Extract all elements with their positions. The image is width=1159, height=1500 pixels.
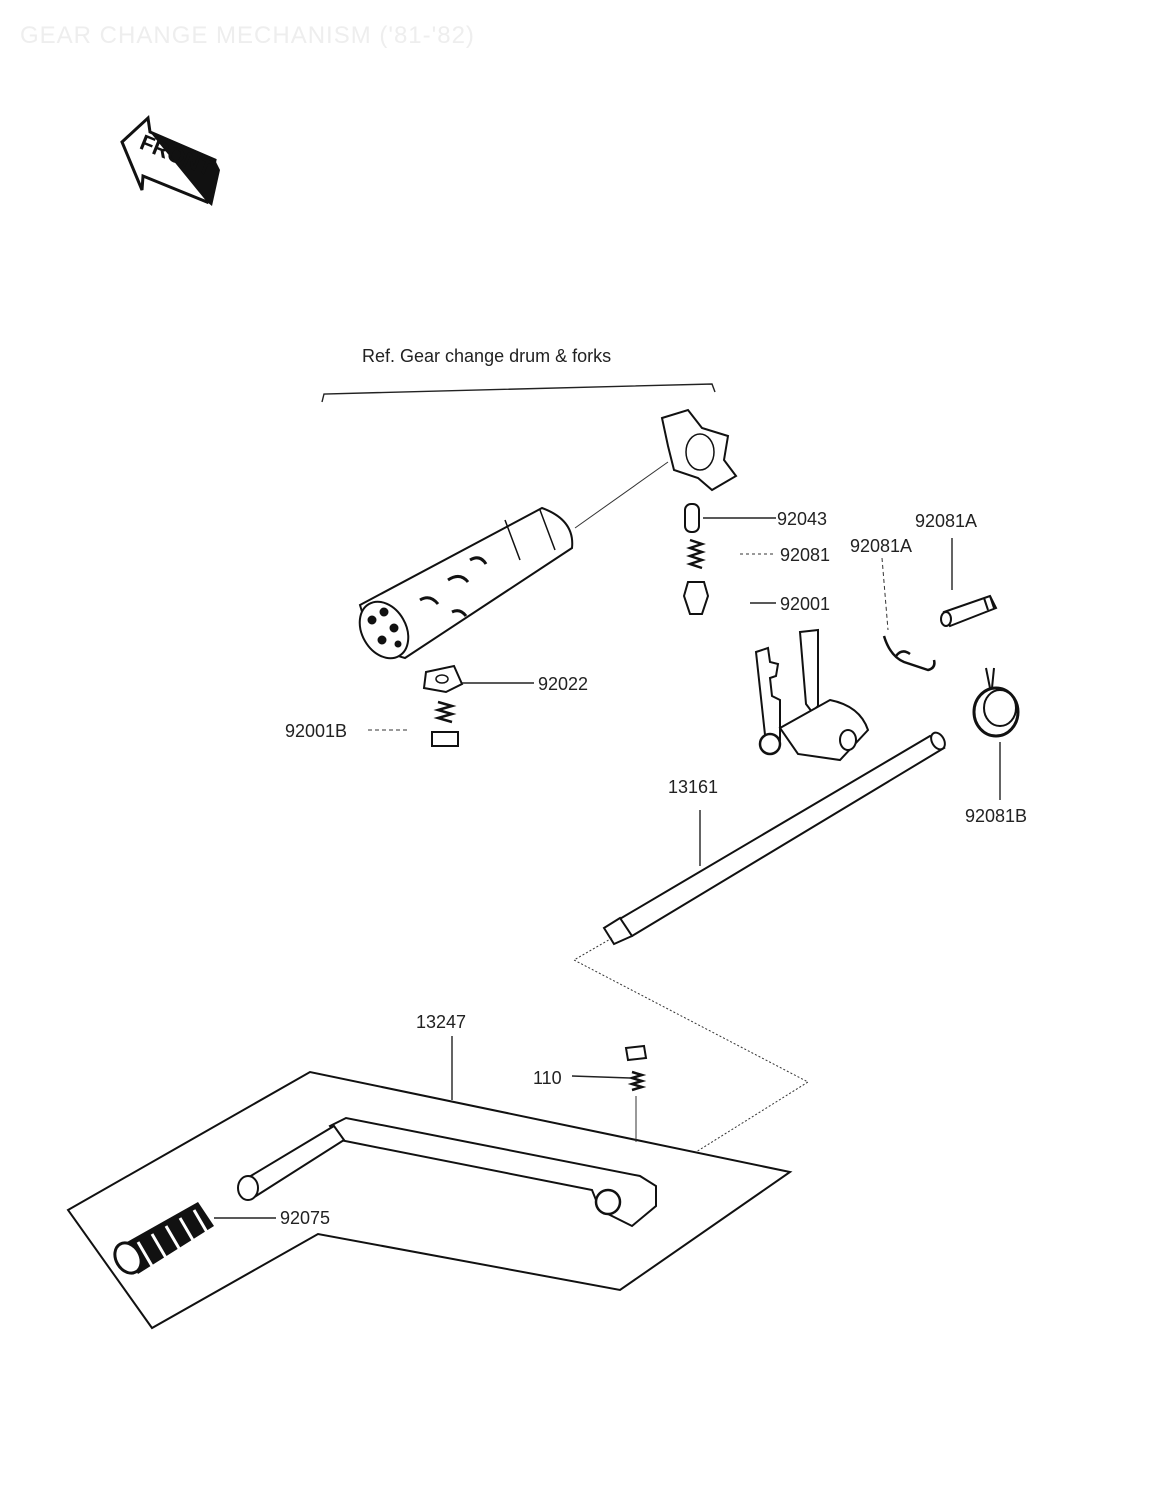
label-92081: 92081 xyxy=(780,545,830,565)
part-92001b-bolt: 92001B xyxy=(285,700,459,747)
front-arrow-icon: FRONT xyxy=(120,114,220,206)
label-13161: 13161 xyxy=(668,777,718,797)
part-92081a-pin xyxy=(940,594,998,628)
shift-drum xyxy=(358,506,574,660)
drum-axis-line xyxy=(574,461,669,529)
part-13161-shift-shaft: 13161 xyxy=(602,731,946,946)
shift-arm-assembly xyxy=(754,628,870,762)
part-110-bolt: 110 xyxy=(533,1044,648,1142)
label-92081a-right: 92081A xyxy=(915,511,977,531)
part-92001-bolt: 92001 xyxy=(682,581,830,615)
connection-line xyxy=(572,937,810,1153)
label-92081a-left: 92081A xyxy=(850,536,912,556)
label-92043: 92043 xyxy=(777,509,827,529)
drum-cam-plate xyxy=(660,408,738,492)
label-92022: 92022 xyxy=(538,674,588,694)
label-110: 110 xyxy=(533,1068,562,1088)
label-92075: 92075 xyxy=(280,1208,330,1228)
label-92001: 92001 xyxy=(780,594,830,614)
part-92081a-spring-clip xyxy=(882,635,936,672)
pedal-assembly-panel xyxy=(66,1070,793,1330)
label-13247: 13247 xyxy=(416,1012,466,1032)
part-92075-pedal-rubber: 92075 xyxy=(113,1202,330,1275)
part-92081-spring: 92081 xyxy=(686,538,830,570)
part-13247-shift-pedal xyxy=(237,1116,657,1228)
part-92022-washer: 92022 xyxy=(422,664,588,694)
ref-bracket xyxy=(321,383,716,403)
leader-92081a-left xyxy=(881,557,889,631)
part-92043-pin: 92043 xyxy=(684,503,827,533)
label-92081b: 92081B xyxy=(965,806,1027,826)
label-92001b: 92001B xyxy=(285,721,347,741)
part-92081b-spring: 92081B xyxy=(965,667,1027,826)
ref-note: Ref. Gear change drum & forks xyxy=(362,346,611,366)
page-title: GEAR CHANGE MECHANISM ('81-'82) xyxy=(20,22,475,49)
